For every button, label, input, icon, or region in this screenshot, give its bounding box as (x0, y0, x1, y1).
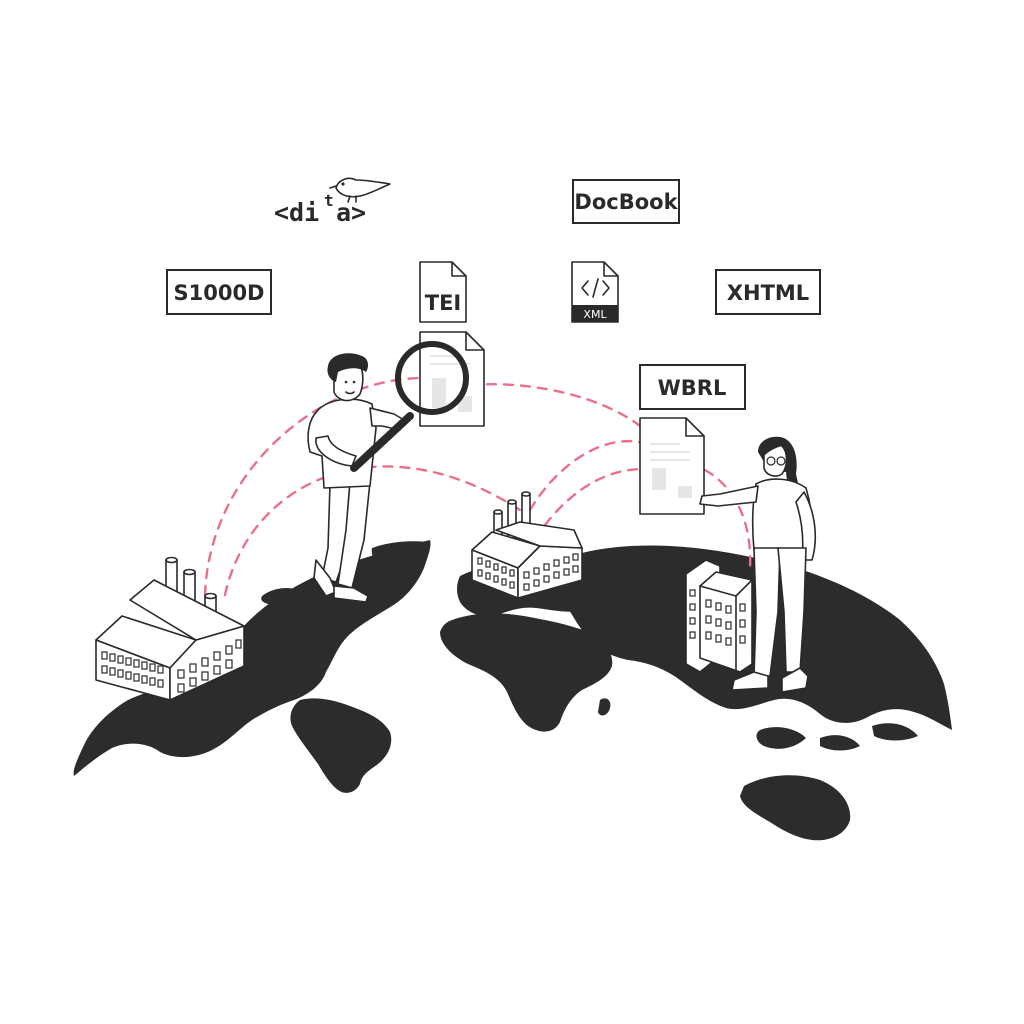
wbrl-badge: WBRL (639, 364, 746, 410)
wbrl-label: WBRL (658, 376, 727, 400)
xml-file: XML (571, 261, 619, 323)
docbook-badge: DocBook (572, 179, 680, 224)
connection-arcs (203, 376, 752, 597)
xml-label: XML (583, 308, 607, 321)
docbook-label: DocBook (574, 190, 678, 214)
factory-icon (471, 491, 583, 599)
person-presenting (699, 436, 817, 693)
connection-arc (468, 383, 647, 432)
continent-australia (740, 775, 851, 841)
person-with-magnifier (307, 341, 469, 603)
dita-label-t: t (324, 191, 334, 210)
building-windows (689, 589, 746, 646)
office-building-icon (685, 559, 753, 673)
magnifier-icon (350, 341, 469, 472)
tei-document: TEI (419, 261, 467, 323)
xhtml-badge: XHTML (715, 269, 821, 315)
tei-label: TEI (425, 291, 461, 315)
arctic-islands (261, 588, 298, 604)
connection-arc (203, 376, 472, 597)
document-presented (639, 417, 705, 515)
bird-icon (329, 177, 391, 203)
continent-africa (440, 613, 613, 732)
madagascar (598, 698, 611, 716)
dita-logo: <di t a> (274, 177, 391, 227)
xhtml-label: XHTML (727, 281, 809, 305)
s1000d-label: S1000D (173, 281, 264, 305)
factory-icon (95, 556, 245, 701)
document-icon (419, 261, 467, 323)
factory-windows (477, 553, 579, 591)
connection-arc (528, 439, 652, 512)
factory-windows (101, 639, 242, 693)
s1000d-badge: S1000D (166, 269, 272, 315)
dita-label-right: a> (336, 198, 366, 227)
continent-south-america (290, 698, 392, 793)
code-icon (581, 278, 610, 298)
connection-arc (703, 468, 752, 570)
dita-label-left: <di (274, 198, 319, 227)
greenland (371, 541, 428, 564)
connection-arc (543, 467, 657, 527)
islands-southeast-asia (756, 723, 918, 751)
